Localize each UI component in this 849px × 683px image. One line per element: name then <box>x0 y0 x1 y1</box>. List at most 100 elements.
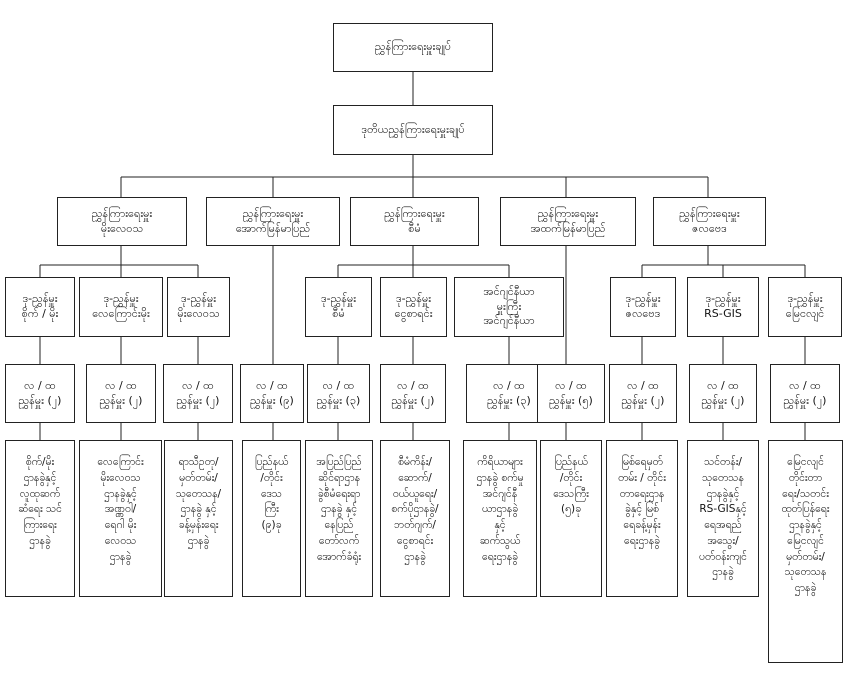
box-text-line: ဒု-ညွှန်မှူး <box>625 292 661 306</box>
section-box-international: အပြည်ပြည်ဆိုင်ရာဌာနခွဲစီမံရေးရာဌာနခွဲ နှ… <box>305 440 373 597</box>
deputy-director-box-administration: ဒု-ညွှန်မှူးစီမံ <box>305 277 372 337</box>
deputy-director-box-meteorology: ဒု-ညွှန်မှူးမိုးလေဝသ <box>167 277 230 337</box>
box-text-line: ဒု-ညွှန်မှူး <box>395 292 432 306</box>
box-text-line: စိုက်/မိုး <box>25 456 55 468</box>
box-text-line: အဏ္ဏဝါ/ <box>104 503 137 516</box>
box-text-line: လ / ထ <box>707 378 739 392</box>
assistant-director-box-8: လ / ထညွှန်မှူး (၅) <box>537 364 605 423</box>
box-text-line: ဇလဗေဒ <box>692 221 727 235</box>
box-text-line: လေကြောင်း <box>97 456 144 468</box>
box-text-line: လ / ထ <box>493 378 525 392</box>
box-text-line: စီမံ <box>408 221 421 235</box>
box-text-line: ငွေစာရင်း <box>394 307 433 320</box>
box-text-line: ထုတ်ပြန်ရေး <box>781 503 830 516</box>
section-box-training-research: သင်တန်း/သုတေသနဌာနခွဲနှင့်RS-GISနှင့်ရေအရ… <box>687 440 759 597</box>
box-text-line: ဌာနခွဲ စက်မှု <box>476 471 524 484</box>
deputy-director-box-rs-gis: ဒု-ညွှန်မှူးRS-GIS <box>687 277 759 337</box>
director-box-hydrology: ညွှန်ကြားရေးမှူးဇလဗေဒ <box>653 197 766 246</box>
box-text-line: လ / ထ <box>24 378 56 392</box>
box-text-line: ကိရိယာများ <box>477 456 523 468</box>
box-text-line: လ / ထ <box>789 378 821 392</box>
box-text-line: RS-GISနှင့် <box>699 503 747 516</box>
section-box-river-forecast: မြစ်ရေမှတ်တမ်း / တိုင်းတာရေးဌာနခွဲနှင့် … <box>606 440 678 597</box>
box-text-line: အောက်ခံရုံး <box>316 550 362 563</box>
box-text-line: ဌာနခွဲနှင့် <box>104 487 137 500</box>
assistant-director-box-2: လ / ထညွှန်မှူး (၂) <box>86 364 156 423</box>
box-text-line: တမ်း / တိုင်း <box>618 471 666 484</box>
box-text-line: ဌာနခွဲ <box>712 566 734 579</box>
box-text-line: အောက်မြန်မာပြည် <box>235 221 311 235</box>
box-text-line: မြစ်ရေမှတ် <box>621 456 663 468</box>
box-text-line: စိုက် / မိုး <box>21 307 59 320</box>
box-text-line: ဌာနခွဲ နှင့် <box>180 503 217 516</box>
box-text-line: ဆိုင်ရာဌာန <box>318 471 360 484</box>
box-text-line: ညွှန်မှူး (၉) <box>250 393 294 407</box>
box-text-line: လ / ထ <box>397 378 429 392</box>
box-text-line: စီမံ <box>332 307 345 320</box>
director-box-administration: ညွှန်ကြားရေးမှူးစီမံ <box>350 197 479 246</box>
box-text-line: လေကြောင်းမိုး <box>92 307 150 320</box>
assistant-director-box-9: လ / ထညွှန်မှူး (၂) <box>609 364 677 423</box>
box-text-line: ငွေစာရင်း <box>396 534 434 547</box>
box-text-line: ဒု-ညွှန်မှူး <box>22 292 58 306</box>
box-text-line: မိုးလေဝသ <box>177 307 220 320</box>
section-box-agromet: စိုက်/မိုးဌာနခွဲနှင့်လူထုဆက်ဆံရေး သင်ကြာ… <box>5 440 75 597</box>
box-text-line: သုတေသန/ <box>175 487 222 500</box>
box-text-line: ညွှန်မှူး (၂) <box>701 393 745 407</box>
box-text-line: မိုးလေဝသ <box>100 471 141 484</box>
box-text-line: မြေငလျင် <box>787 456 824 468</box>
box-text-line: ဆံရေး သင် <box>18 503 62 516</box>
box-text-line: နှင့် <box>494 519 506 531</box>
box-text-line: ဌာနခွဲ <box>187 534 210 547</box>
box-text-line: ညွှန်မှူး (၂) <box>18 393 62 407</box>
deputy-director-box-hydrology: ဒု-ညွှန်မှူးဇလဗေဒ <box>610 277 676 337</box>
box-text-line: လူထုဆက် <box>19 487 61 500</box>
box-text-line: ညွှန်မှူး (၂) <box>99 393 143 407</box>
box-text-line: ညွှန်မှူး (၂) <box>176 393 220 407</box>
box-text-line: (၅)ခု <box>560 503 581 516</box>
box-text-line: အင်ဂျင်နီယာ <box>483 314 535 328</box>
box-text-line: ယာဌာနခွဲ <box>482 503 518 516</box>
box-text-line: ညွှန်ကြားရေးမှူး <box>537 206 599 220</box>
section-box-lower-regions: ပြည်နယ်/တိုင်းဒေသကြီး(၉)ခု <box>242 440 301 597</box>
box-text-line: ရေခန့်မှန်း <box>623 519 661 531</box>
box-text-line: ရေး/သတင်း <box>782 487 829 500</box>
box-text-line: ဆောက်/ <box>398 471 432 484</box>
deputy-director-box-aviation-met: ဒု-ညွှန်မှူးလေကြောင်းမိုး <box>79 277 163 337</box>
box-text-line: ညွှန်ကြားရေးမှူး <box>91 206 153 220</box>
box-text-line: မှတ်တမ်း/ <box>179 471 218 484</box>
box-text-line: သုတေသန <box>702 471 744 484</box>
box-text-line: ခန့်မှန်းရေး <box>178 519 219 531</box>
box-text-line: လ / ထ <box>256 378 288 392</box>
box-text-line: ဌာနခွဲနှင့် <box>23 471 57 484</box>
box-text-line: လ / ထ <box>105 378 137 392</box>
box-text-line: သင်တန်း/ <box>704 456 742 468</box>
box-text-line: ညွှန်မှူး (၃) <box>316 393 361 407</box>
deputy-director-general-box: ဒုတိယညွှန်ကြားရေးမှူးချုပ် <box>333 105 493 155</box>
box-text-line: ညွှန်မှူး (၂) <box>391 393 435 407</box>
director-box-upper-myanmar: ညွှန်ကြားရေးမှူးအထက်မြန်မာပြည် <box>500 197 636 246</box>
box-text-line: ညွှန်မှူး (၅) <box>549 393 593 407</box>
box-text-line: ဒု-ညွှန်မှူး <box>705 292 741 306</box>
box-text-line: တာရေးဌာန <box>619 487 665 500</box>
director-general-box: ညွှန်ကြားရေးမှူးချုပ် <box>333 23 493 72</box>
section-box-seismology: မြေငလျင်တိုင်းတာရေး/သတင်းထုတ်ပြန်ရေးဌာနခ… <box>768 440 843 663</box>
deputy-director-box-accounts: ဒု-ညွှန်မှူးငွေစာရင်း <box>380 277 447 337</box>
box-text-line: ညွှန်ကြားရေးမှူး <box>384 206 445 220</box>
box-text-line: အထက်မြန်မာပြည် <box>530 221 606 235</box>
box-text-line: မိုးလေဝသ <box>100 221 144 235</box>
box-text-line: ဒု-ညွှန်မှူး <box>320 292 357 306</box>
box-text-line: အသွေး/ <box>707 534 739 547</box>
box-text-line: ဌာနခွဲနှင့် <box>789 519 822 531</box>
box-text-line: ပတ်ဝန်းကျင် <box>699 550 747 563</box>
assistant-director-box-1: လ / ထညွှန်မှူး (၂) <box>5 364 75 423</box>
deputy-director-box-seismology: ဒု-ညွှန်မှူးမြေငလျင် <box>768 277 842 337</box>
box-text-line: ဒေသကြီး <box>553 487 589 500</box>
box-text-line: အင်ဂျင်နီ <box>482 487 518 500</box>
box-text-line: လ / ထ <box>322 378 355 392</box>
box-text-line: လ / ထ <box>182 378 214 392</box>
box-text-line: ဒု-ညွှန်မှူး <box>787 292 823 306</box>
section-box-planning-accounts: စီမံကိန်း/ဆောက်/ဝယ်ယူရေး/စက်ပိုဌာနခွဲ/ဘတ… <box>380 440 450 597</box>
box-text-line: ကြီး <box>264 503 279 516</box>
